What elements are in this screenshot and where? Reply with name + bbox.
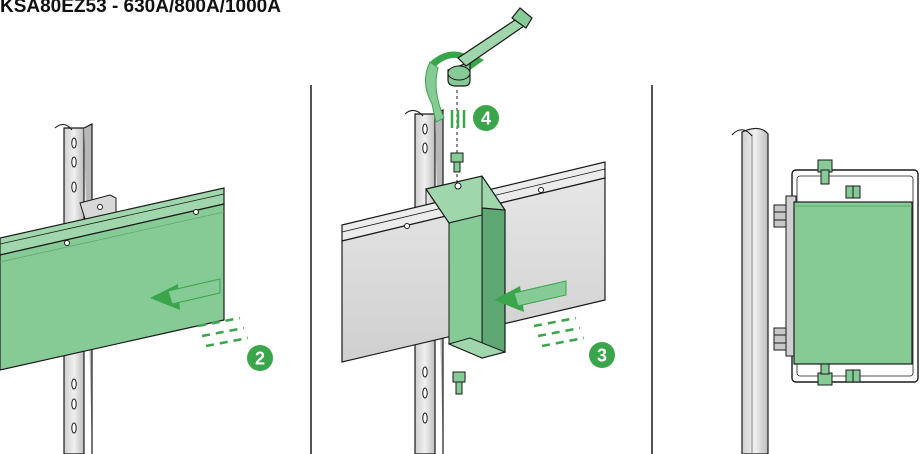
step-4-badge: 4	[473, 105, 499, 131]
torque-wrench-icon	[447, 7, 533, 87]
push-arrow-icon	[150, 278, 249, 348]
side-nut-top	[773, 204, 787, 228]
step-3-label: 3	[597, 346, 607, 366]
bottom-bolts	[817, 363, 861, 386]
push-arrow-icon	[494, 280, 585, 348]
step-2-badge: 2	[247, 345, 273, 371]
step-2-label: 2	[255, 349, 265, 369]
panel-1-step-2: 2	[0, 123, 273, 454]
page-title: KSA80EZ53 - 630A/800A/1000A	[0, 0, 281, 17]
green-busbar-face	[793, 201, 913, 365]
bolt-bottom-icon	[452, 371, 466, 395]
step-4-label: 4	[481, 109, 491, 129]
bolt-top-icon	[450, 90, 464, 186]
rail-3	[731, 127, 769, 454]
step-3-badge: 3	[589, 342, 615, 368]
top-bolts	[817, 159, 861, 199]
green-busbar-trunking	[0, 187, 225, 371]
panel-3-front-view	[731, 127, 919, 454]
side-nut-bottom	[773, 327, 787, 351]
green-clamp-bracket	[425, 175, 507, 359]
panel-2-steps-3-4: 3 4	[341, 7, 615, 454]
